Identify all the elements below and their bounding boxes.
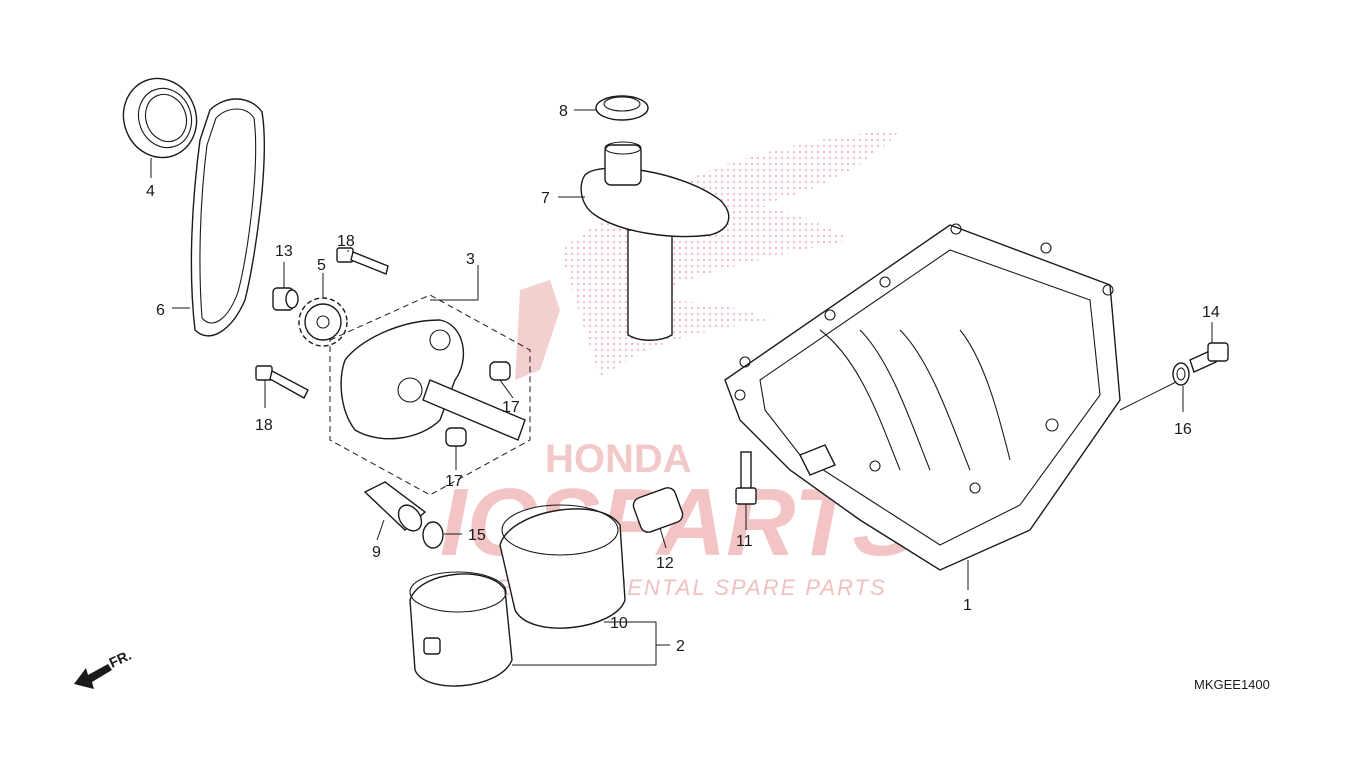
callout-18-upper: 18 [337,233,355,250]
callout-13: 13 [275,243,293,260]
callout-10: 10 [610,615,628,632]
part-7-oil-pipe [580,141,730,341]
callout-17-upper: 17 [502,399,520,416]
callout-1: 1 [963,597,972,614]
callout-5: 5 [317,257,326,274]
callout-9: 9 [372,544,381,561]
part-18-bolt-upper [336,247,389,275]
callout-4: 4 [146,183,155,200]
front-arrow-icon [74,664,112,689]
callouts: 4 6 13 5 18 18 3 17 17 9 15 8 7 12 10 2 … [146,103,1220,655]
leader-lines [150,109,1213,666]
callout-16: 16 [1174,421,1192,438]
callout-7: 7 [541,190,550,207]
part-9-oil-strainer [363,481,427,532]
part-3-oil-pump [329,294,531,496]
watermark-gear-logo [515,280,560,380]
part-18-bolt-lower [255,365,309,399]
watermark-brand-mid: HONDA [545,437,692,481]
callout-2: 2 [676,638,685,655]
callout-6: 6 [156,302,165,319]
part-14-bolt [1189,342,1229,373]
diagram-code: MKGEE1400 [1194,677,1270,692]
part-16-washer [1172,362,1190,386]
part-4-sprocket-ring [122,77,198,159]
callout-12: 12 [656,555,674,572]
callout-8: 8 [559,103,568,120]
callout-3: 3 [466,251,475,268]
part-15-o-ring [422,521,444,549]
callout-17-lower: 17 [445,473,463,490]
front-label: FR. [107,647,134,671]
part-1-oil-pan [724,223,1121,571]
callout-15: 15 [468,527,486,544]
part-2-filter-cap [409,571,513,687]
part-10-oil-filter [499,504,626,629]
part-13-collar [272,287,299,311]
callout-18-lower: 18 [255,417,273,434]
part-12-joint [632,487,684,533]
part-8-seal [595,95,649,121]
front-direction-indicator: FR. [74,647,134,689]
callout-11: 11 [736,533,753,550]
part-6-chain [190,98,265,337]
part-5-oil-pump-gear [298,297,348,347]
part-11-drain-bolt [735,451,757,505]
callout-14: 14 [1202,304,1220,321]
